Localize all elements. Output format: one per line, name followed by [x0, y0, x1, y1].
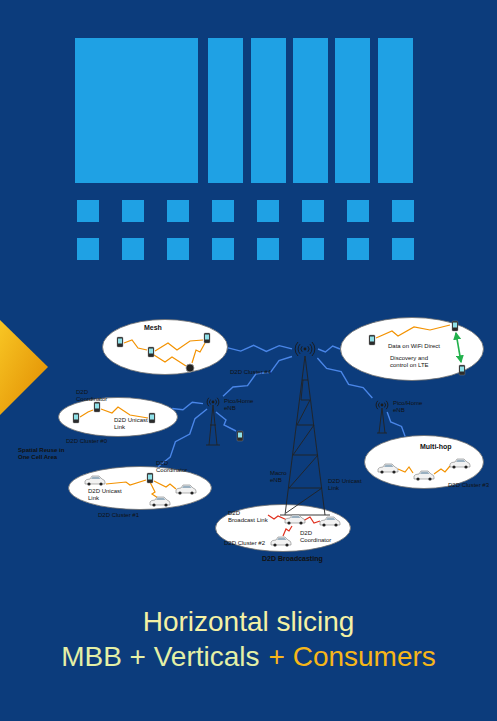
slice-bar [251, 38, 286, 183]
antenna-symbol [372, 398, 392, 412]
cluster-ellipse [103, 320, 228, 375]
slice-square [347, 200, 369, 222]
slice-bar [378, 38, 413, 183]
cluster-outline [102, 319, 228, 375]
slice-square [77, 200, 99, 222]
note-text: Data on WiFi Direct [388, 343, 440, 350]
antenna-wave [376, 401, 388, 409]
role-label: D2D Coordinator [156, 460, 196, 474]
slice-square [167, 200, 189, 222]
station-label: Pico/Home eNB [393, 400, 427, 414]
cluster-label: D2D Cluster #0 [66, 438, 107, 445]
slice-square [122, 238, 144, 260]
cluster-label: D2D Cluster #1 [98, 512, 139, 519]
base-station: Pico/Home eNB [203, 395, 223, 409]
wireless-link [387, 412, 405, 436]
cluster-ellipse [69, 467, 212, 510]
antenna-dot [304, 348, 307, 351]
station-label: Pico/Home eNB [224, 398, 258, 412]
d2d-cluster: MeshD2D Cluster #4 [102, 319, 228, 375]
cluster-label: D2D Cluster #2 [224, 540, 265, 547]
phone-icon [237, 431, 243, 441]
role-label: D2D Coordinator [300, 530, 340, 544]
slice-square [257, 238, 279, 260]
slice-square [392, 200, 414, 222]
cellular-link [216, 412, 236, 431]
cluster-label: D2D Cluster #4 [230, 369, 271, 376]
wireless-link [172, 402, 203, 410]
antenna-symbol [203, 395, 223, 409]
slice-square [77, 238, 99, 260]
link-label: D2D Unicast Link [88, 488, 128, 502]
antenna-symbol [292, 340, 318, 358]
antenna-wave [210, 400, 217, 405]
role-label: D2D Coordinator [76, 389, 114, 403]
antenna-wave [301, 346, 309, 352]
macro-tower [280, 356, 330, 515]
note-text: Discovery and control on LTE [390, 355, 446, 369]
cluster-name: Multi-hop [420, 443, 452, 451]
wireless-link [228, 345, 292, 351]
slice-bar [208, 38, 243, 183]
cluster-name: Mesh [144, 324, 162, 332]
antenna-wave [379, 403, 386, 408]
wireless-link [318, 346, 340, 352]
slice-square [122, 200, 144, 222]
slice-square [257, 200, 279, 222]
slice-bar [75, 38, 198, 183]
slogan-row: MBB + Verticals + Consumers [0, 641, 497, 673]
cluster-name: D2D Broadcasting [262, 555, 323, 563]
slice-bar [293, 38, 328, 183]
link-label: D2D Unicast Link [328, 478, 362, 492]
d2d-cluster: Multi-hopD2D Cluster #3 [364, 435, 484, 489]
caption-text: Horizontal slicing [0, 606, 497, 638]
antenna-wave [298, 344, 312, 354]
slogan-text: MBB + Verticals [61, 641, 259, 673]
area-note: Spatial Reuse in One Cell Area [18, 447, 76, 461]
slice-square [212, 200, 234, 222]
cluster-ellipse [365, 436, 484, 489]
antenna-dot [212, 401, 215, 404]
pointer-triangle [0, 320, 48, 415]
cluster-label: D2D Cluster #3 [448, 482, 489, 489]
slice-square [347, 238, 369, 260]
d2d-cluster: D2D Broadcast LinkD2D CoordinatorD2D Clu… [215, 504, 351, 552]
antenna-wave [295, 342, 315, 356]
base-station: Pico/Home eNB [372, 398, 392, 412]
link-label: D2D Broadcast Link [228, 510, 268, 524]
slice-square [212, 238, 234, 260]
cluster-ellipse [59, 398, 178, 437]
link-label: D2D Unicast Link [114, 417, 152, 431]
cluster-ellipse [341, 318, 484, 381]
slice-square [302, 200, 324, 222]
wireless-link [223, 356, 292, 396]
slice-square [167, 238, 189, 260]
cluster-ellipse [216, 505, 351, 552]
d2d-cluster: D2D CoordinatorD2D Unicast LinkD2D Clust… [68, 466, 212, 510]
antenna-wave [207, 398, 219, 406]
slice-square [392, 238, 414, 260]
slice-square [302, 238, 324, 260]
pico-tower [206, 405, 220, 445]
slice-bar [335, 38, 370, 183]
pico-tower [377, 408, 387, 433]
slogan-text: + Consumers [269, 641, 436, 673]
d2d-cluster: Data on WiFi DirectDiscovery and control… [340, 317, 484, 381]
antenna-dot [381, 404, 384, 407]
base-station: Macro eNB [292, 340, 318, 358]
station-label: Macro eNB [270, 470, 292, 484]
d2d-cluster: D2D CoordinatorD2D Unicast LinkD2D Clust… [58, 397, 178, 437]
